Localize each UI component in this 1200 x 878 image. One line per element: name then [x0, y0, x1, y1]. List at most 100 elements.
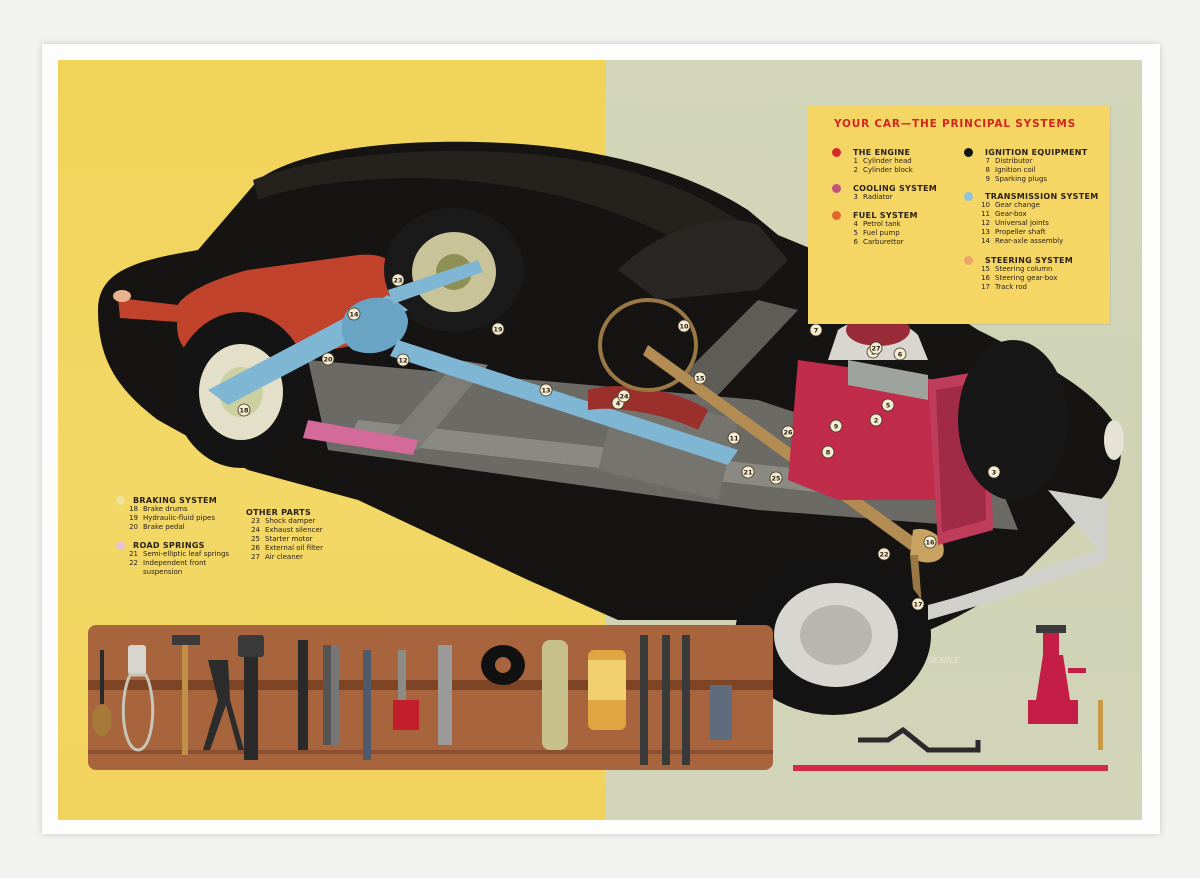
part-number: 24: [251, 526, 260, 534]
part-number: 17: [981, 283, 990, 291]
part-label: Independent front suspension: [143, 559, 207, 576]
cooling-color-dot: [832, 184, 841, 193]
part-number: 3: [853, 193, 858, 201]
part-number: 14: [981, 237, 990, 245]
part-number: 7: [985, 157, 990, 165]
part-label: Ignition coil: [995, 166, 1036, 174]
steering-color-dot: [964, 256, 973, 265]
callout-16-label: 16: [925, 539, 935, 547]
part-number: 9: [985, 175, 990, 183]
part-label: External oil filter: [265, 544, 323, 552]
callout-26-label: 26: [783, 429, 793, 437]
starting-handle: [858, 726, 981, 753]
callout-17-marker: [911, 597, 925, 611]
part-number: 27: [251, 553, 260, 561]
callout-26-marker: [781, 425, 795, 439]
part-number: 11: [981, 210, 990, 218]
part-label: Steering gear-box: [995, 274, 1058, 282]
part-label: Cylinder block: [863, 166, 913, 174]
springs-color-dot: [116, 541, 125, 550]
system-name: BRAKING SYSTEM: [133, 496, 218, 505]
tools: [92, 635, 732, 765]
callout-2-marker: [869, 413, 883, 427]
part-label: Gear-box: [995, 210, 1027, 218]
part-number: 21: [129, 550, 138, 558]
callout-27-label: 27: [871, 345, 880, 353]
callout-13-marker: [539, 383, 553, 397]
part-label: Universal joints: [995, 219, 1049, 227]
callout-10-label: 10: [679, 323, 689, 331]
braking-color-dot: [116, 496, 125, 505]
callout-7-label: 7: [814, 327, 819, 335]
engine: [788, 314, 958, 500]
part-label: Hydraulic-fluid pipes: [143, 514, 215, 522]
callout-5-label: 5: [886, 402, 891, 410]
callout-22-marker: [877, 547, 891, 561]
callout-24-label: 24: [619, 393, 629, 401]
principal-systems-panel: YOUR CAR—THE PRINCIPAL SYSTEMS THE ENGIN…: [808, 106, 1110, 324]
callout-18-label: 18: [239, 407, 249, 415]
principal-systems-title: YOUR CAR—THE PRINCIPAL SYSTEMS: [834, 118, 1076, 130]
part-number: 18: [129, 505, 138, 513]
callout-23-marker: [391, 273, 405, 287]
part-number: 5: [853, 229, 858, 237]
callout-15-marker: [693, 371, 707, 385]
system-name: OTHER PARTS: [246, 508, 312, 517]
callout-6-marker: [893, 347, 907, 361]
front-bumper: [928, 490, 1108, 620]
part-label: Air cleaner: [265, 553, 303, 561]
callout-17-label: 17: [913, 601, 922, 609]
part-label: Sparking plugs: [995, 175, 1048, 183]
part-number: 2: [853, 166, 858, 174]
part-number: 4: [853, 220, 858, 228]
part-label: Propeller shaft: [995, 228, 1046, 236]
part-label: Cylinder head: [863, 157, 912, 165]
callout-2-label: 2: [874, 417, 879, 425]
part-label: Track rod: [995, 283, 1027, 291]
callout-markers: 1234567891011121314151617181920212223242…: [237, 273, 1001, 611]
callout-20-marker: [321, 352, 335, 366]
secondary-systems-legend: BRAKING SYSTEM 18 Brake drums 19 Hydraulic…: [116, 496, 366, 606]
transmission: [208, 260, 738, 465]
ignition-color-dot: [964, 148, 973, 157]
headlamp: [1104, 420, 1124, 460]
part-number: 16: [981, 274, 990, 282]
callout-14-marker: [347, 307, 361, 321]
part-label: Gear change: [995, 201, 1040, 209]
part-label: Steering column: [995, 265, 1053, 273]
callout-6-label: 6: [898, 351, 903, 359]
system-name: STEERING SYSTEM: [985, 256, 1074, 265]
system-name: FUEL SYSTEM: [853, 211, 918, 220]
system-name: THE ENGINE: [853, 148, 911, 157]
part-label: Exhaust silencer: [265, 526, 323, 534]
system-name: TRANSMISSION SYSTEM: [985, 192, 1099, 201]
artist-signature: SEARLE: [928, 656, 960, 665]
callout-9-marker: [829, 419, 843, 433]
fuel-color-dot: [832, 211, 841, 220]
part-number: 8: [985, 166, 990, 174]
tyre-lever: [793, 765, 1108, 771]
callout-15-label: 15: [695, 375, 705, 383]
part-number: 12: [981, 219, 990, 227]
callout-18-marker: [237, 403, 251, 417]
part-label: Brake drums: [143, 505, 188, 513]
callout-14-label: 14: [349, 311, 359, 319]
front-wheel: [735, 555, 931, 715]
part-label: Petrol tank: [863, 220, 901, 228]
callout-12-label: 12: [398, 357, 407, 365]
part-number: 13: [981, 228, 990, 236]
callout-24-marker: [617, 389, 631, 403]
callout-19-marker: [491, 322, 505, 336]
part-number: 19: [129, 514, 138, 522]
car-jack: [1028, 625, 1086, 724]
callout-4-label: 4: [616, 400, 621, 408]
callout-20-label: 20: [323, 356, 333, 364]
part-label: Radiator: [863, 193, 893, 201]
